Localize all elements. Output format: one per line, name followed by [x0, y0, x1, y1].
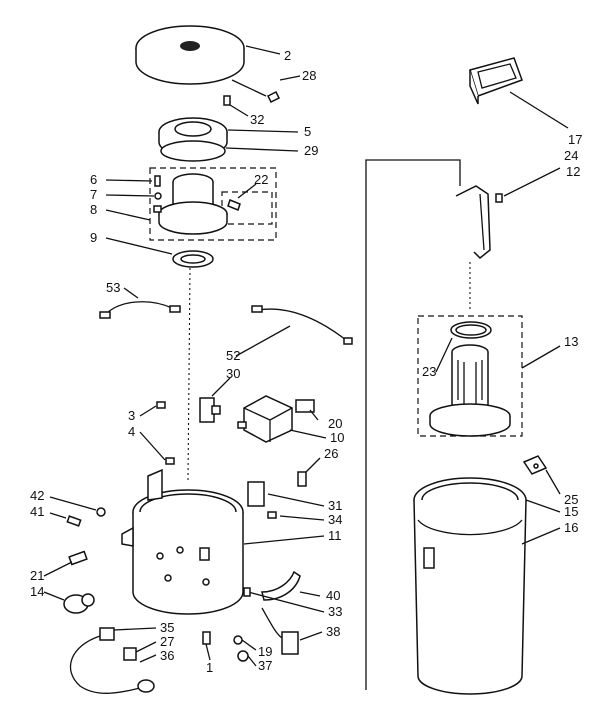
ring-5-29 — [158, 117, 228, 162]
label-17: 17 — [568, 132, 582, 147]
label-3: 3 — [128, 408, 135, 423]
label-38: 38 — [326, 624, 340, 639]
label-42: 42 — [30, 488, 44, 503]
connector-20 — [295, 399, 315, 413]
label-9: 9 — [90, 230, 97, 245]
label-53: 53 — [106, 280, 120, 295]
screw-12-24 — [495, 193, 503, 203]
screw-28 — [266, 90, 281, 104]
screws-3-4 — [156, 401, 175, 465]
label-34: 34 — [328, 512, 342, 527]
fasteners-6-7 — [153, 175, 162, 213]
label-24: 24 — [564, 148, 578, 163]
label-52: 52 — [226, 348, 240, 363]
part-labels: 2 28 32 5 29 6 7 8 22 9 53 52 30 3 4 20 … — [30, 48, 582, 675]
cover-17 — [469, 57, 523, 105]
label-40: 40 — [326, 588, 340, 603]
label-29: 29 — [304, 143, 318, 158]
label-23: 23 — [422, 364, 436, 379]
lamp-14-21 — [63, 550, 95, 614]
label-26: 26 — [324, 446, 338, 461]
label-37: 37 — [258, 658, 272, 673]
motor-group-box — [149, 167, 277, 241]
label-27: 27 — [160, 634, 174, 649]
filter-13 — [429, 344, 511, 437]
canister-16 — [413, 477, 527, 695]
label-41: 41 — [30, 504, 44, 519]
label-28: 28 — [302, 68, 316, 83]
motor-part — [158, 173, 241, 235]
bracket-31-34 — [247, 481, 277, 519]
label-4: 4 — [128, 424, 135, 439]
housing-11 — [121, 468, 244, 615]
ring-23 — [450, 321, 492, 339]
label-20: 20 — [328, 416, 342, 431]
label-22: 22 — [254, 172, 268, 187]
label-6: 6 — [90, 172, 97, 187]
cord-set-36 — [69, 627, 155, 694]
lid-part — [135, 25, 245, 85]
wire-52 — [251, 305, 353, 345]
label-13: 13 — [564, 334, 578, 349]
label-11: 11 — [328, 528, 342, 543]
label-25: 25 — [564, 492, 578, 507]
nuts-19-37 — [233, 635, 249, 662]
label-32: 32 — [250, 112, 264, 127]
label-5: 5 — [304, 124, 311, 139]
label-15: 15 — [564, 504, 578, 519]
label-31: 31 — [328, 498, 342, 513]
gasket-9 — [172, 250, 214, 268]
label-12: 12 — [566, 164, 580, 179]
label-30: 30 — [226, 366, 240, 381]
cord-53 — [99, 301, 181, 319]
connector-38 — [261, 607, 299, 655]
label-36: 36 — [160, 648, 174, 663]
connector-26 — [297, 471, 307, 487]
control-box-10 — [237, 395, 293, 443]
label-10: 10 — [330, 430, 344, 445]
bracket-strip — [455, 185, 491, 260]
label-16: 16 — [564, 520, 578, 535]
clip-32 — [223, 95, 231, 106]
label-1: 1 — [206, 660, 213, 675]
label-21: 21 — [30, 568, 44, 583]
latch-25 — [522, 455, 548, 475]
label-35: 35 — [160, 620, 174, 635]
switch-30 — [199, 397, 221, 423]
fasteners-41-42 — [66, 507, 106, 527]
label-7: 7 — [90, 187, 97, 202]
label-33: 33 — [328, 604, 342, 619]
label-8: 8 — [90, 202, 97, 217]
label-19: 19 — [258, 644, 272, 659]
strap-40 — [261, 570, 301, 601]
label-14: 14 — [30, 584, 44, 599]
label-2: 2 — [284, 48, 291, 63]
